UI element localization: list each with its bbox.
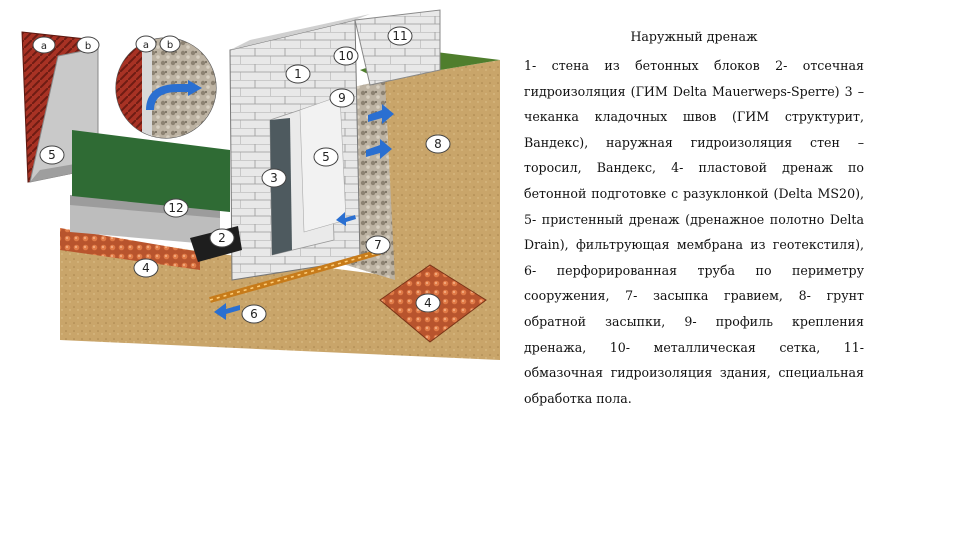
svg-text:12: 12 [168,201,183,215]
callout-5-inset: 5 [39,145,65,165]
callout-markers: a b a b 5 1 10 11 [32,26,451,324]
svg-text:1: 1 [294,67,302,81]
svg-text:b: b [167,40,173,51]
svg-text:7: 7 [374,238,382,252]
svg-text:3: 3 [270,171,278,185]
detail-circle-inset [115,37,217,139]
callout-8: 8 [425,134,451,154]
callout-5-wall: 5 [313,147,339,167]
callout-3: 3 [261,168,287,188]
svg-text:8: 8 [434,137,442,151]
svg-text:a: a [41,41,47,52]
callout-7: 7 [365,235,391,255]
callout-12: 12 [163,198,189,218]
callout-6: 6 [241,304,267,324]
svg-text:11: 11 [392,29,407,43]
svg-text:5: 5 [48,148,56,162]
block-wall [229,14,370,281]
svg-text:4: 4 [142,261,150,275]
ground-layers [60,50,500,360]
doc-body: 1- стена из бетонных блоков 2- отсечная … [524,58,864,406]
doc-title: Наружный дренаж [630,29,758,44]
callout-4-sample: 4 [415,293,441,313]
callout-2: 2 [209,228,235,248]
callout-10: 10 [333,46,359,66]
callout-a-circle: a [135,35,157,53]
water-flow-arrows [214,104,394,320]
svg-text:6: 6 [250,307,258,321]
callout-1: 1 [285,64,311,84]
drainage-cutaway-diagram: a b a b 5 1 10 11 [21,9,500,360]
svg-text:a: a [143,40,149,51]
svg-text:10: 10 [338,49,353,63]
callout-9: 9 [329,88,355,108]
callout-b-circle: b [159,35,181,53]
callout-a-left: a [32,36,56,54]
callout-4-layer: 4 [133,258,159,278]
svg-text:9: 9 [338,91,346,105]
svg-text:2: 2 [218,231,226,245]
upper-wall [354,9,441,86]
callout-11: 11 [387,26,413,46]
description-text: Наружный дренаж 1- стена из бетонных бло… [524,28,864,411]
callout-b-left: b [76,36,100,54]
svg-text:4: 4 [424,296,432,310]
svg-text:b: b [85,41,91,52]
svg-text:5: 5 [322,150,330,164]
perforated-pipe [209,249,381,303]
